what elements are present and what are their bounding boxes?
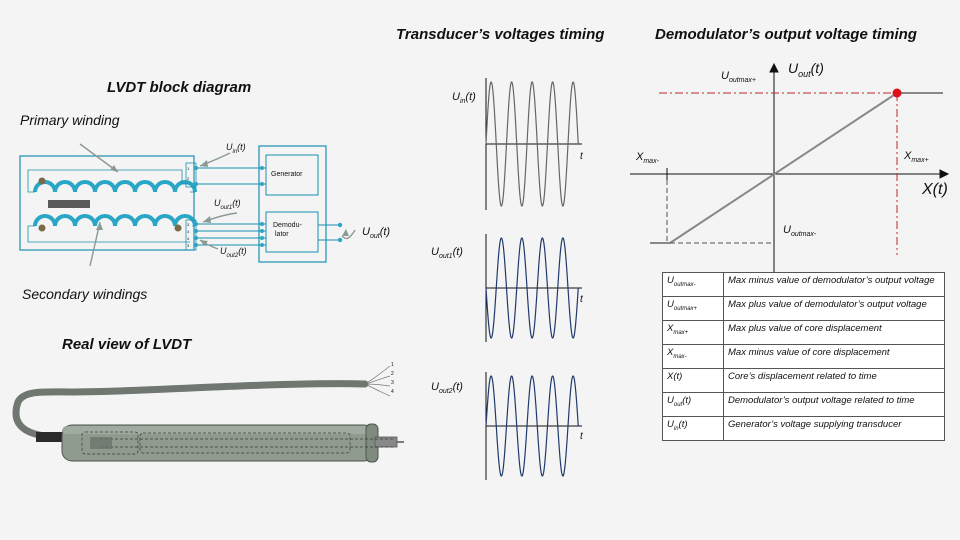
block-diagram-title: LVDT block diagram	[107, 79, 252, 96]
max-marker	[892, 88, 902, 98]
legend-description: Max plus value of core displacement	[723, 320, 945, 345]
legend-symbol: Uout(t)	[662, 392, 724, 417]
uout-axis-label: Uout(t)	[788, 60, 824, 79]
legend-description: Max plus value of demodulator’s output v…	[723, 296, 945, 321]
uin-waveform	[485, 78, 582, 210]
secondary-windings-label: Secondary windings	[22, 286, 148, 302]
dot-secondary-left	[38, 224, 46, 232]
legend-symbol: Xmax+	[662, 320, 724, 345]
transducer-frame	[19, 155, 195, 251]
x-axis-label: X(t)	[922, 181, 948, 198]
legend-symbol: Uin(t)	[662, 416, 724, 441]
legend-row: X(t)Core’s displacement related to time	[662, 368, 945, 393]
secondary-coil	[33, 214, 197, 227]
xmax-plus-label: Xmax+	[904, 150, 929, 165]
legend-description: Demodulator’s output voltage related to …	[723, 392, 945, 417]
core	[48, 200, 90, 208]
legend-row: Xmax-Max minus value of core displacemen…	[662, 344, 945, 369]
output-line	[669, 92, 898, 244]
generator-label: Generator	[271, 171, 303, 178]
primary-coil	[33, 180, 197, 193]
legend-symbol: X(t)	[662, 368, 724, 393]
uin-block-label: Uin(t)	[226, 142, 246, 155]
legend-row: Uout(t)Demodulator’s output voltage rela…	[662, 392, 945, 417]
t-label-3: t	[580, 431, 583, 442]
instrument-frame	[258, 145, 327, 263]
symbol-legend-table: Uoutmax-Max minus value of demodulator’s…	[662, 272, 945, 441]
legend-symbol: Xmax-	[662, 344, 724, 369]
legend-row: Uoutmax-Max minus value of demodulator’s…	[662, 272, 945, 297]
demodulator-box	[265, 211, 319, 253]
uout1-wave-label: Uout1(t)	[431, 246, 463, 261]
uout2-block-label: Uout2(t)	[220, 246, 247, 259]
dot-primary	[38, 177, 46, 185]
transducer-timing-title: Transducer’s voltages timing	[396, 26, 605, 43]
uout2-waveform	[485, 372, 582, 480]
demodulator-label-2: lator	[275, 231, 289, 238]
uoutmax-plus-label: Uoutmax+	[721, 70, 756, 85]
demod-timing-title: Demodulator’s output voltage timing	[655, 26, 917, 43]
generator-box	[265, 154, 319, 196]
legend-description: Generator’s voltage supplying transducer	[723, 416, 945, 441]
legend-description: Core’s displacement related to time	[723, 368, 945, 393]
legend-symbol: Uoutmax-	[662, 272, 724, 297]
real-view-title: Real view of LVDT	[62, 336, 192, 353]
legend-row: Uoutmax+Max plus value of demodulator’s …	[662, 296, 945, 321]
t-label-2: t	[580, 294, 583, 305]
cable	[12, 380, 369, 441]
uout1-block-label: Uout1(t)	[214, 198, 241, 211]
legend-row: Xmax+Max plus value of core displacement	[662, 320, 945, 345]
legend-description: Max minus value of demodulator’s output …	[723, 272, 945, 297]
legend-row: Uin(t)Generator’s voltage supplying tran…	[662, 416, 945, 441]
demodulator-label-1: Demodu-	[273, 222, 302, 229]
uoutmax-minus-label: Uoutmax-	[783, 224, 817, 239]
uin-wave-label: Uin(t)	[452, 91, 476, 106]
uout1-waveform	[485, 234, 582, 342]
t-label-1: t	[580, 151, 583, 162]
uout2-wave-label: Uout2(t)	[431, 381, 463, 396]
dot-secondary-right	[174, 224, 182, 232]
legend-symbol: Uoutmax+	[662, 296, 724, 321]
legend-description: Max minus value of core displacement	[723, 344, 945, 369]
primary-winding-label: Primary winding	[20, 112, 120, 128]
uout-block-label: Uout(t)	[362, 226, 391, 241]
xmax-minus-label: Xmax-	[636, 151, 659, 166]
